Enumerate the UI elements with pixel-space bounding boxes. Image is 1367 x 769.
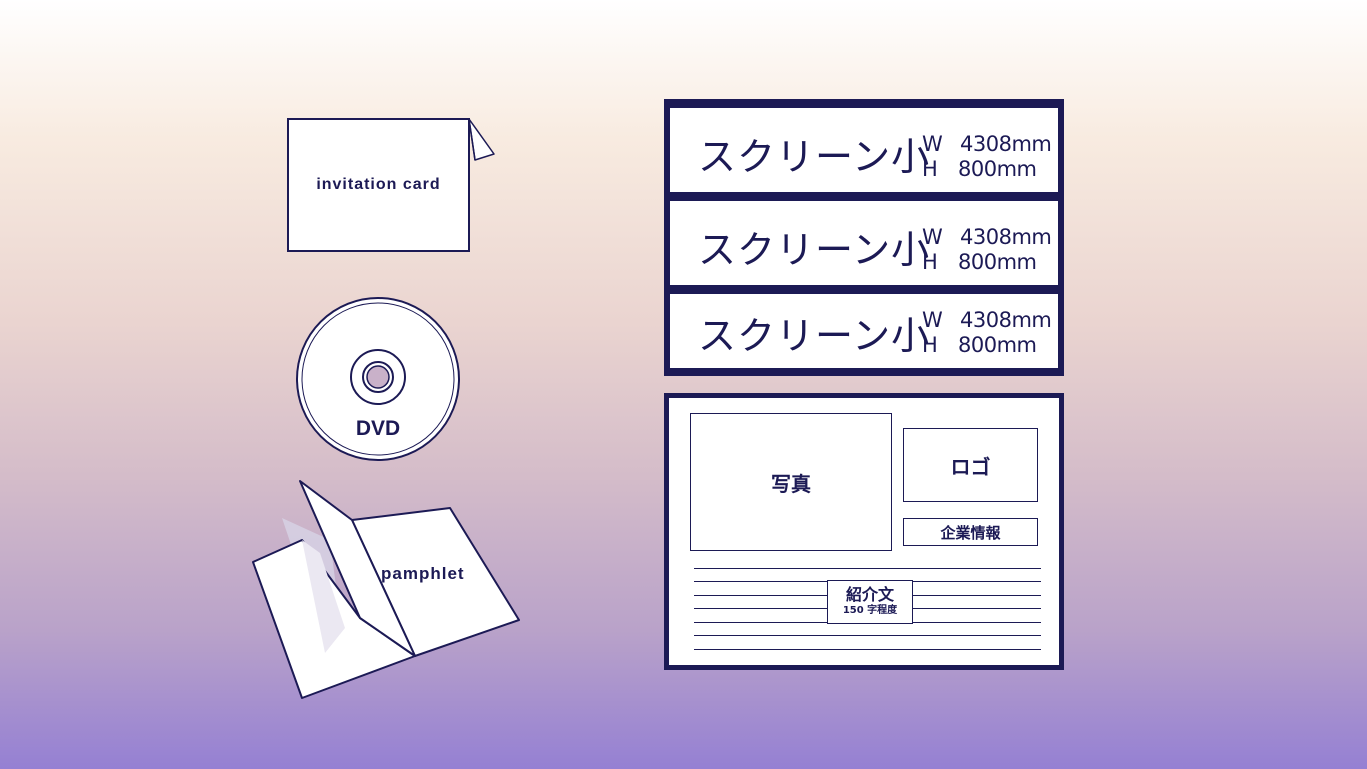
invitation-card-outline — [287, 118, 495, 252]
screen-row-2: スクリーン小 W H 4308mm 800mm — [670, 201, 1058, 285]
screen-name: スクリーン小 — [698, 228, 931, 272]
height-label: H — [922, 333, 938, 357]
pamphlet-label: pamphlet — [381, 564, 465, 583]
logo-placeholder: ロゴ — [903, 428, 1038, 502]
width-value: 4308mm — [960, 225, 1052, 249]
company-info-placeholder: 企業情報 — [903, 518, 1038, 546]
pamphlet: pamphlet — [250, 478, 522, 700]
width-value: 4308mm — [960, 308, 1052, 332]
intro-note: 150 字程度 — [842, 605, 898, 616]
pamphlet-icon — [252, 480, 520, 699]
text-line — [694, 649, 1041, 650]
text-line — [694, 635, 1041, 636]
layout-sheet: 写真 ロゴ 企業情報 紹介文 150 字程度 — [664, 393, 1064, 670]
screen-stack: スクリーン小 W H 4308mm 800mm スクリーン小 W H 4308m… — [664, 99, 1064, 376]
invitation-card-label: invitation card — [316, 176, 441, 193]
invitation-card: invitation card — [287, 118, 495, 252]
intro-text-placeholder: 紹介文 150 字程度 — [827, 580, 913, 624]
height-label: H — [922, 250, 938, 274]
width-label: W — [922, 225, 943, 249]
screen-row-1: スクリーン小 W H 4308mm 800mm — [670, 108, 1058, 192]
intro-title: 紹介文 — [845, 585, 894, 604]
photo-placeholder: 写真 — [690, 413, 892, 551]
height-label: H — [922, 157, 938, 181]
width-label: W — [922, 308, 943, 332]
screen-name: スクリーン小 — [698, 314, 931, 358]
dvd-label: DVD — [355, 417, 401, 440]
width-label: W — [922, 132, 943, 156]
screen-row-3: スクリーン小 W H 4308mm 800mm — [670, 294, 1058, 368]
height-value: 800mm — [958, 250, 1037, 274]
text-line — [694, 568, 1041, 569]
width-value: 4308mm — [960, 132, 1052, 156]
screen-name: スクリーン小 — [698, 135, 931, 179]
dvd-disc: DVD — [295, 296, 461, 462]
height-value: 800mm — [958, 333, 1037, 357]
dvd-icon — [296, 297, 460, 461]
height-value: 800mm — [958, 157, 1037, 181]
